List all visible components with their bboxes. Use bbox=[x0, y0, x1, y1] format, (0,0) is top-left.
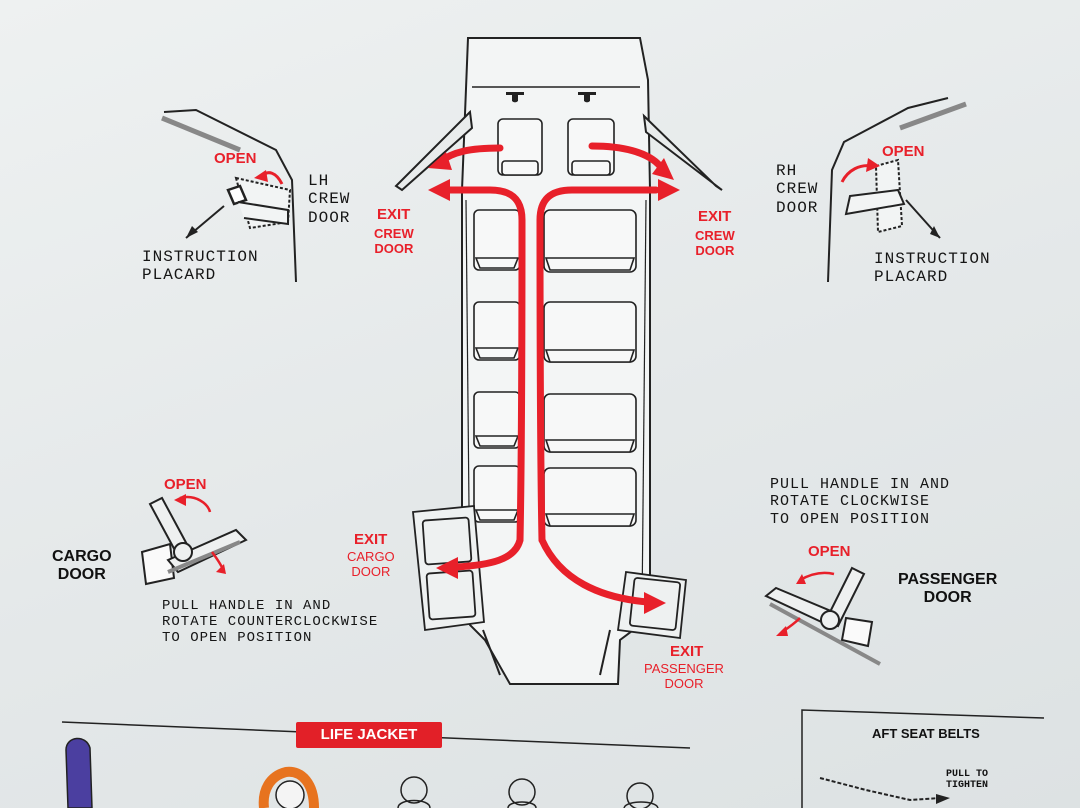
exit-arrowheads bbox=[428, 152, 680, 614]
cargo-door-handle-illustration bbox=[140, 496, 248, 586]
lh-crew-door-illustration bbox=[161, 108, 297, 283]
lh-open-label: OPEN bbox=[214, 150, 257, 167]
cabin-seats bbox=[473, 118, 637, 527]
exit-rh-crew-label: EXIT bbox=[698, 208, 732, 225]
seat-belt-icon bbox=[819, 777, 941, 802]
passenger-door-panel bbox=[616, 570, 687, 640]
cargo-instructions: PULL HANDLE IN AND ROTATE COUNTERCLOCKWI… bbox=[162, 598, 379, 647]
life-jacket-banner: LIFE JACKET bbox=[296, 722, 442, 748]
exit-route-arrows bbox=[436, 142, 664, 606]
aft-seat-belts-title: AFT SEAT BELTS bbox=[872, 726, 980, 741]
exit-rh-crew-door-label: CREW DOOR bbox=[695, 228, 735, 258]
exit-cargo-label: EXIT bbox=[354, 531, 388, 548]
exit-cargo-door-label: CARGO DOOR bbox=[347, 549, 395, 579]
life-jacket-person-icon bbox=[258, 766, 659, 808]
exit-lh-crew-label: EXIT bbox=[377, 206, 411, 223]
pull-to-tighten-label: PULL TO TIGHTEN bbox=[946, 769, 989, 791]
exit-lh-crew-door-label: CREW DOOR bbox=[374, 226, 414, 256]
aft-seat-belts-box bbox=[801, 709, 1045, 808]
rh-open-label: OPEN bbox=[882, 143, 925, 160]
passenger-door-label: PASSENGER DOOR bbox=[898, 571, 998, 607]
passenger-open-arrow bbox=[799, 571, 835, 582]
passenger-open-label: OPEN bbox=[808, 543, 851, 560]
rh-crew-door-label: RH CREW DOOR bbox=[776, 162, 819, 217]
rh-crew-door-illustration bbox=[827, 97, 967, 283]
control-yoke-icon bbox=[506, 92, 596, 103]
exit-passenger-label: EXIT bbox=[670, 643, 704, 660]
exit-passenger-door-label: PASSENGER DOOR bbox=[644, 661, 724, 691]
lh-instruction-placard-label: INSTRUCTION PLACARD bbox=[142, 248, 259, 285]
passenger-instructions: PULL HANDLE IN AND ROTATE CLOCKWISE TO O… bbox=[770, 476, 951, 528]
passenger-door-handle-illustration bbox=[764, 566, 881, 666]
cargo-door-label: CARGO DOOR bbox=[52, 548, 112, 584]
lh-crew-door-label: LH CREW DOOR bbox=[308, 172, 351, 227]
rh-instruction-placard-label: INSTRUCTION PLACARD bbox=[874, 250, 991, 287]
cargo-open-label: OPEN bbox=[164, 476, 207, 493]
strap-icon bbox=[65, 737, 93, 808]
